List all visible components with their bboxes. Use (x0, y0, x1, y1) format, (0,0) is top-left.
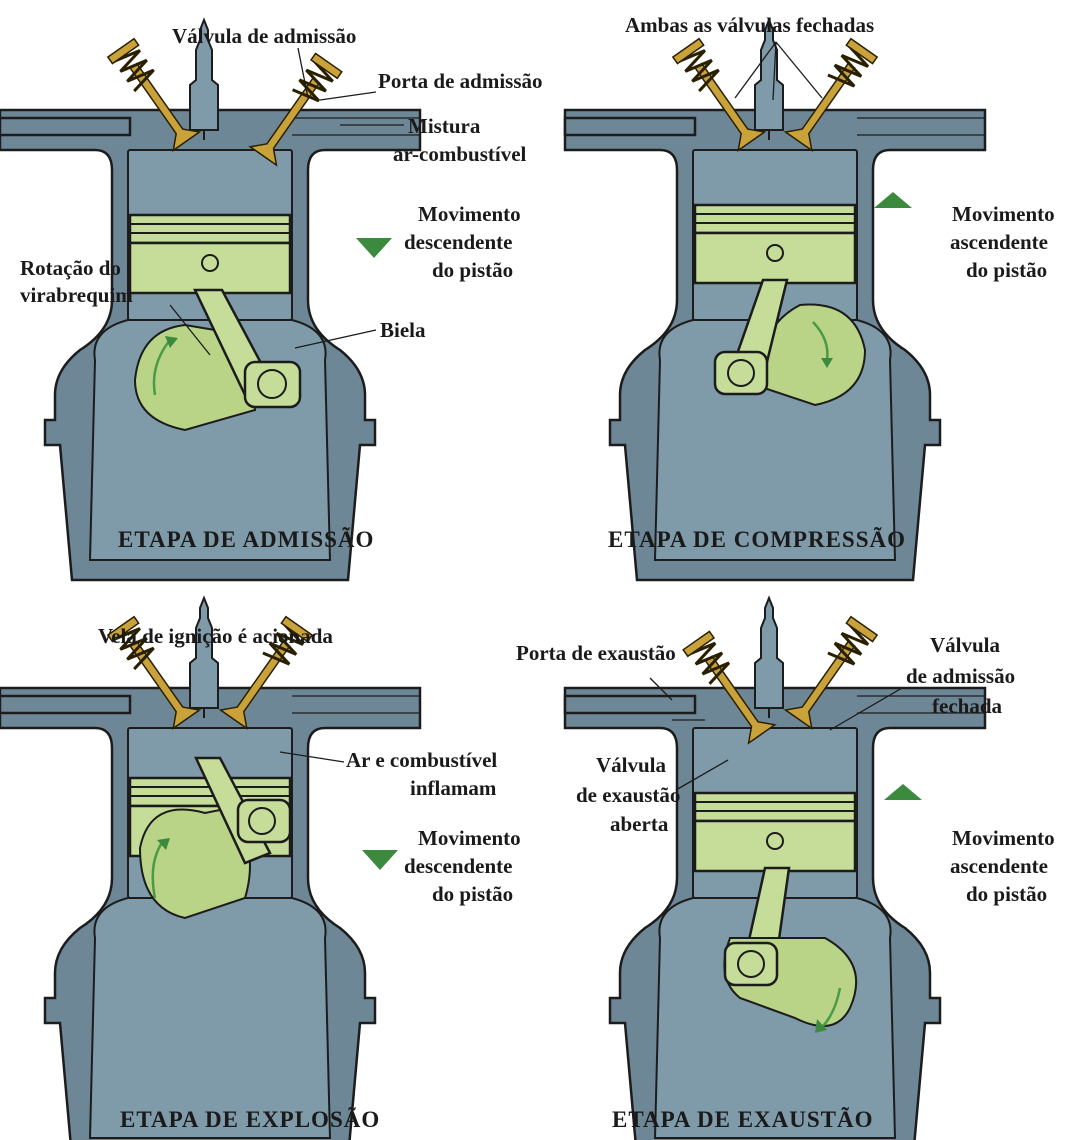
label-exhaust-port: Porta de exaustão (516, 641, 676, 665)
label-crank-1: Rotação do (20, 256, 121, 280)
label-motion-3: do pistão (966, 882, 1047, 906)
engine-explosion (0, 598, 420, 1140)
stage-intake: Válvula de admissão Porta de admissão Mi… (0, 20, 543, 580)
label-motion-2: ascendente (950, 230, 1048, 254)
stage-compression: Ambas as válvulas fechadas Movimento asc… (565, 13, 1055, 580)
label-both-valves: Ambas as válvulas fechadas (625, 13, 874, 37)
down-arrow-icon (362, 850, 398, 870)
title-explosion: ETAPA DE EXPLOSÃO (120, 1107, 380, 1132)
title-compression: ETAPA DE COMPRESSÃO (608, 527, 906, 552)
label-motion-1: Movimento (418, 202, 521, 226)
label-mixture-2: ar-combustível (393, 142, 527, 166)
down-arrow-icon (356, 238, 392, 258)
label-motion-2: descendente (404, 854, 513, 878)
title-intake: ETAPA DE ADMISSÃO (118, 527, 374, 552)
label-motion-3: do pistão (432, 258, 513, 282)
label-motion-2: ascendente (950, 854, 1048, 878)
label-intake-port: Porta de admissão (378, 69, 543, 93)
label-ignite-2: inflamam (410, 776, 497, 800)
label-motion-1: Movimento (952, 826, 1055, 850)
label-crank-2: virabrequim (20, 283, 133, 307)
label-motion-3: do pistão (966, 258, 1047, 282)
label-intake-closed-2: de admissão (906, 664, 1015, 688)
label-motion-2: descendente (404, 230, 513, 254)
label-motion-3: do pistão (432, 882, 513, 906)
label-motion-1: Movimento (418, 826, 521, 850)
label-intake-closed-1: Válvula (930, 633, 1001, 657)
label-intake-valve: Válvula de admissão (172, 24, 356, 48)
label-ignite-1: Ar e combustível (346, 748, 497, 772)
engine-compression (565, 20, 985, 580)
up-arrow-icon (884, 784, 922, 800)
label-rod: Biela (380, 318, 426, 342)
label-exhaust-open-2: de exaustão (576, 783, 680, 807)
stage-exhaust: Porta de exaustão Válvula de admissão fe… (516, 598, 1055, 1140)
up-arrow-icon (874, 192, 912, 208)
title-exhaust: ETAPA DE EXAUSTÃO (612, 1107, 874, 1132)
label-motion-1: Movimento (952, 202, 1055, 226)
label-exhaust-open-1: Válvula (596, 753, 667, 777)
label-exhaust-open-3: aberta (610, 812, 669, 836)
label-mixture-1: Mistura (408, 114, 481, 138)
label-intake-closed-3: fechada (932, 694, 1002, 718)
stage-explosion: Vela de ignição é acionada Ar e combustí… (0, 598, 521, 1140)
label-spark-plug: Vela de ignição é acionada (98, 624, 333, 648)
